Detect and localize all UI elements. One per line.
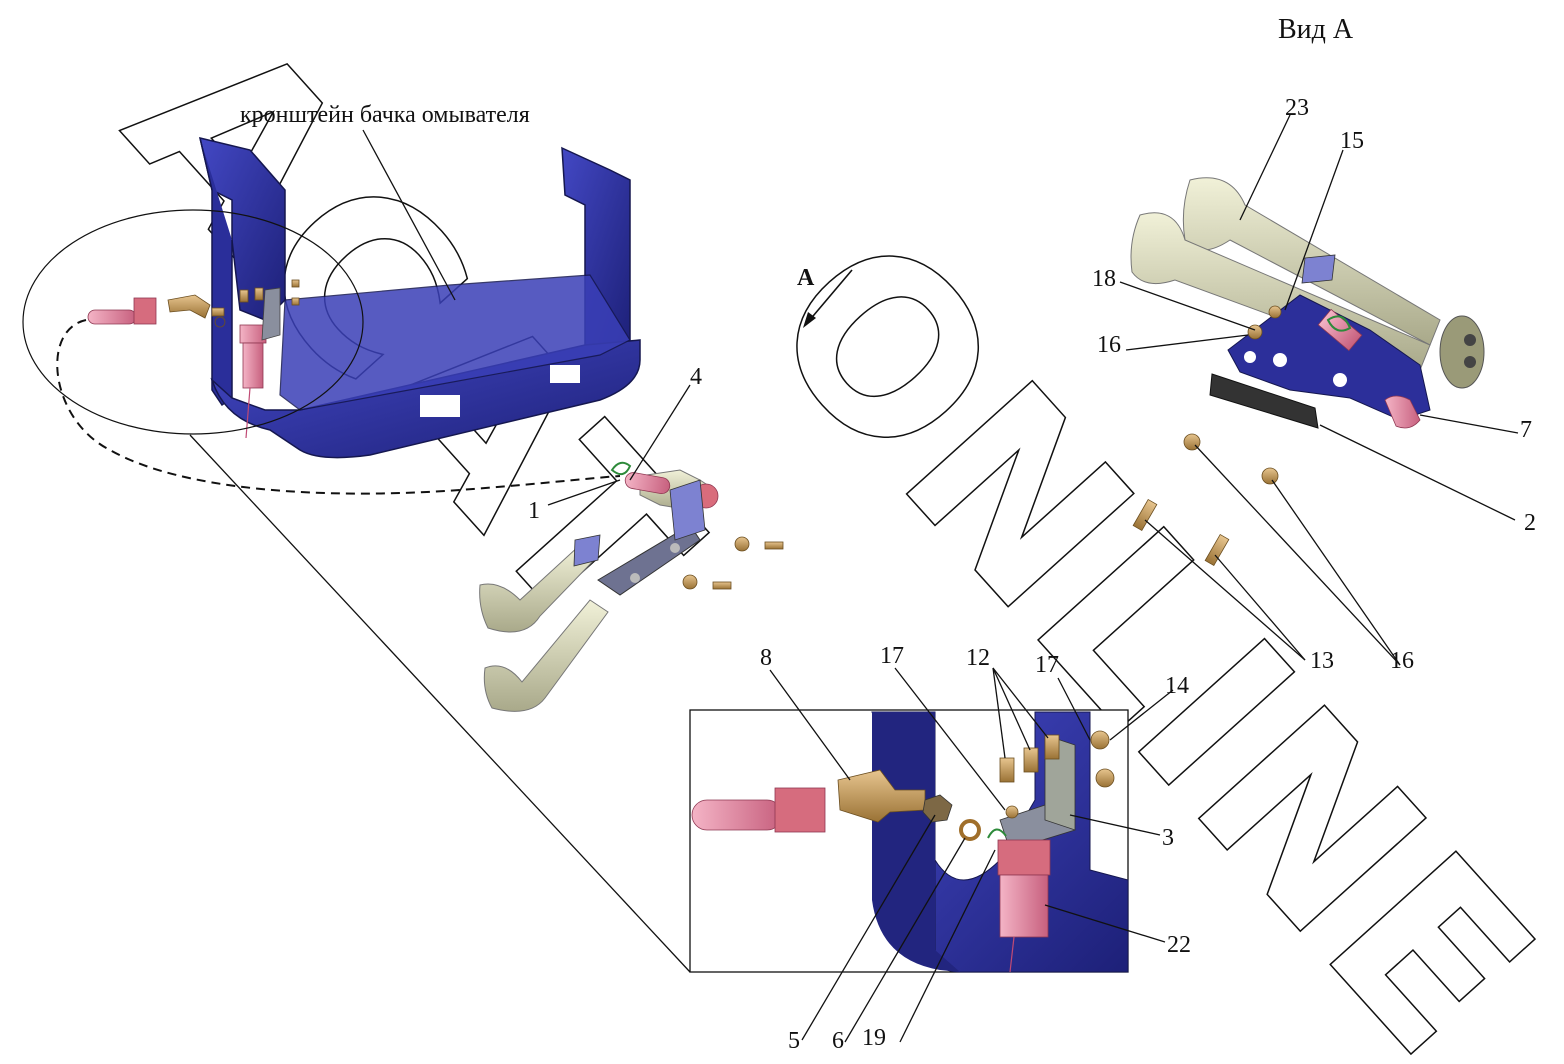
- callout-14: 14: [1165, 673, 1189, 699]
- callout-22: 22: [1167, 932, 1191, 958]
- callout-15: 15: [1340, 128, 1364, 154]
- view-a-horn-assembly: [1130, 177, 1485, 567]
- view-direction-arrow: [803, 269, 853, 328]
- bracket-label: кронштейн бачка омывателя: [240, 102, 530, 128]
- leader-lines: [362, 114, 1519, 1043]
- callout-2: 2: [1524, 510, 1536, 536]
- washer-tank-bracket: [87, 136, 641, 459]
- inset-detail: [689, 709, 1129, 973]
- callout-1: 1: [528, 498, 540, 524]
- callout-17-left: 17: [880, 643, 904, 669]
- callout-17-right: 17: [1035, 652, 1059, 678]
- callout-6: 6: [832, 1028, 844, 1054]
- callout-16-right: 16: [1390, 648, 1414, 674]
- callout-18: 18: [1092, 266, 1116, 292]
- callout-7: 7: [1520, 417, 1532, 443]
- view-a-title: Вид А: [1278, 14, 1354, 45]
- callout-13: 13: [1310, 648, 1334, 674]
- callout-12: 12: [966, 645, 990, 671]
- callout-23: 23: [1285, 95, 1309, 121]
- arrow-label: А: [797, 265, 815, 291]
- callout-8: 8: [760, 645, 772, 671]
- detail-ellipse: [22, 209, 364, 435]
- callout-4: 4: [690, 364, 702, 390]
- horn-assembly-center: [479, 461, 784, 712]
- callout-19: 19: [862, 1025, 886, 1051]
- callout-5: 5: [788, 1028, 800, 1054]
- callout-3: 3: [1162, 825, 1174, 851]
- hose-dashed: [56, 319, 621, 495]
- callout-16-left: 16: [1097, 332, 1121, 358]
